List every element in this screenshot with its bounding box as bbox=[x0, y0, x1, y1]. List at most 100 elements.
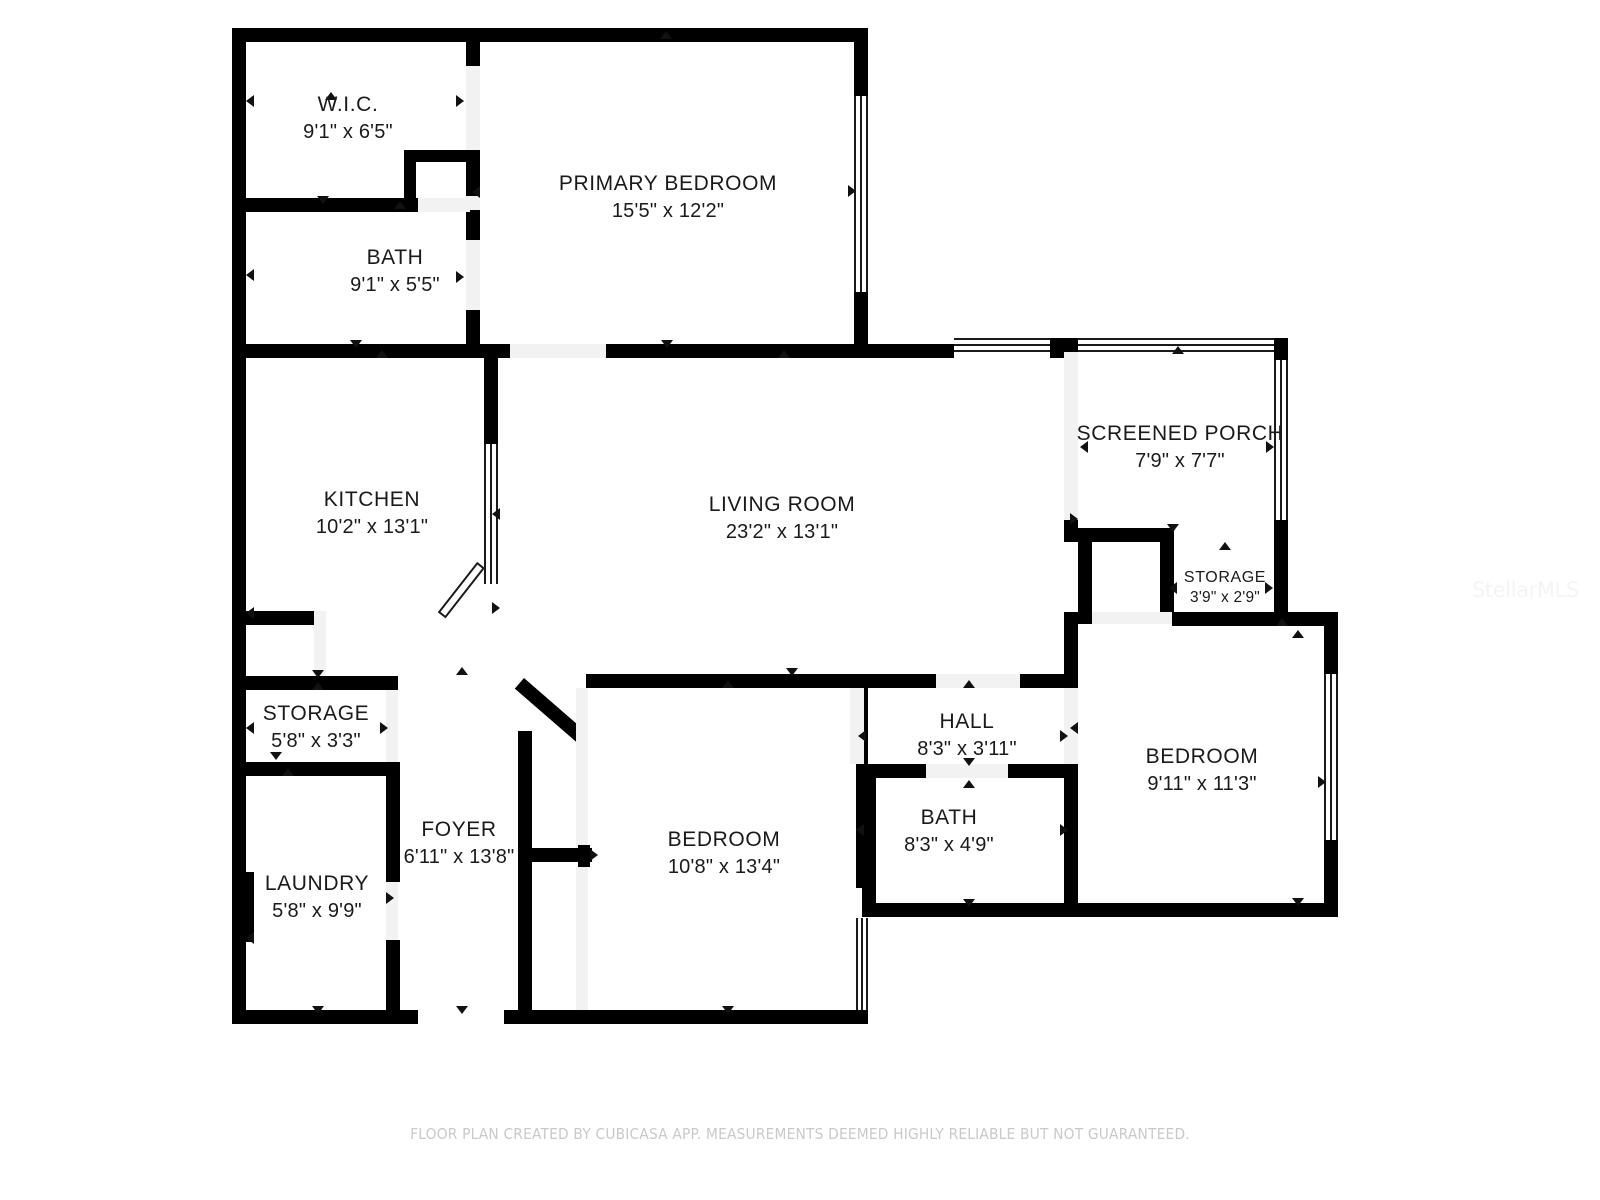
wall-bath-divider-lower bbox=[466, 310, 480, 352]
wall-rear-wing-top bbox=[1020, 674, 1078, 688]
marker-bath-right bbox=[456, 271, 464, 283]
marker-laundry-bottom bbox=[312, 1006, 324, 1014]
stellarmls-watermark: StellarMLS bbox=[1472, 578, 1579, 602]
room-label-storage-porch: STORAGE 3'9" x 2'9" bbox=[1184, 567, 1266, 609]
wall-kitchen-right-upper bbox=[484, 344, 498, 444]
wall-porch-bottom bbox=[1078, 528, 1174, 542]
wall-wic-bottom bbox=[232, 198, 418, 212]
marker-bath-hall-top bbox=[963, 780, 975, 788]
wall-bedroom-front-top bbox=[586, 674, 936, 688]
wall-primary-right-lower bbox=[854, 292, 868, 352]
marker-bath-hall-bottom bbox=[963, 899, 975, 907]
opening-porch-left bbox=[1064, 352, 1078, 520]
wall-storage-porch-right bbox=[1274, 528, 1288, 620]
wall-laundry-right-lower bbox=[386, 940, 400, 1024]
room-label-bedroom-front: BEDROOM 10'8" x 13'4" bbox=[668, 826, 781, 880]
room-dimensions: 6'11" x 13'8" bbox=[403, 845, 515, 868]
marker-wic-bottom bbox=[317, 196, 329, 204]
room-label-bath-hall: BATH 8'3" x 4'9" bbox=[904, 804, 994, 858]
room-name: BEDROOM bbox=[667, 827, 781, 851]
room-dimensions: 7'9" x 7'7" bbox=[1135, 449, 1225, 472]
wall-bath-top-right bbox=[1008, 764, 1070, 778]
marker-storage-porch-top bbox=[1219, 542, 1231, 550]
marker-storage-foyer-bot bbox=[270, 752, 282, 760]
marker-storage-porch-l bbox=[1169, 582, 1177, 594]
marker-bath-bottom bbox=[350, 340, 362, 348]
opening-storage-foyer-right bbox=[386, 690, 398, 762]
room-label-hall: HALL 8'3" x 3'11" bbox=[917, 708, 1016, 762]
room-name: BATH bbox=[920, 805, 978, 829]
wall-exterior-bottom-left bbox=[232, 1010, 418, 1024]
wall-wic-divider-top bbox=[466, 28, 480, 66]
marker-porch-bottom bbox=[1167, 524, 1179, 532]
room-dimensions: 8'3" x 4'9" bbox=[904, 833, 994, 856]
wall-storage-closet-left bbox=[1078, 528, 1092, 620]
marker-bedroom-front-bot bbox=[722, 1006, 734, 1014]
kitchen-door-leaf[interactable] bbox=[437, 561, 485, 619]
opening-wic-top bbox=[466, 66, 480, 150]
wall-storage-foyer-right bbox=[384, 676, 398, 690]
wall-porch-top-right-corner bbox=[1274, 338, 1288, 360]
marker-storage-bottom bbox=[1276, 618, 1288, 626]
window-screened-porch-right bbox=[1274, 360, 1288, 520]
room-dimensions: 10'8" x 13'4" bbox=[667, 855, 781, 878]
marker-living-top-b bbox=[778, 350, 790, 358]
room-label-living-room: LIVING ROOM 23'2" x 13'1" bbox=[709, 491, 856, 545]
wall-wic-nook-top bbox=[404, 150, 470, 162]
opening-bedroom-front-left-lower bbox=[576, 867, 588, 1010]
marker-hall-left bbox=[858, 730, 866, 742]
room-dimensions: 23'2" x 13'1" bbox=[725, 520, 839, 543]
room-label-bedroom-rear: BEDROOM 9'11" x 11'3" bbox=[1146, 743, 1259, 797]
marker-porch-left-door bbox=[1070, 513, 1078, 525]
marker-bedroom-rear-left bbox=[1070, 722, 1078, 734]
window-primary-bedroom bbox=[854, 96, 868, 292]
wall-porch-left-lower bbox=[1064, 520, 1078, 542]
room-dimensions: 9'1" x 5'5" bbox=[350, 273, 440, 296]
marker-foyer-bottom bbox=[456, 1006, 468, 1014]
marker-porch-top bbox=[1172, 346, 1184, 354]
room-name: LIVING ROOM bbox=[708, 492, 856, 516]
room-name: STORAGE bbox=[1183, 569, 1267, 587]
opening-hall-left bbox=[850, 688, 864, 764]
room-name: BATH bbox=[366, 245, 424, 269]
room-dimensions: 9'1" x 6'5" bbox=[303, 120, 393, 143]
marker-porch-left bbox=[1080, 441, 1088, 453]
room-dimensions: 3'9" x 2'9" bbox=[1190, 589, 1260, 607]
wall-hall-right-upper bbox=[1064, 674, 1078, 688]
marker-bedroom-front-top bbox=[722, 680, 734, 688]
wall-storage-closet-bottom bbox=[1078, 612, 1092, 624]
room-name: KITCHEN bbox=[323, 487, 421, 511]
room-name: HALL bbox=[939, 709, 995, 733]
wall-wic-nook-left bbox=[404, 150, 416, 210]
room-name: W.I.C. bbox=[317, 92, 379, 116]
wall-bedroom-front-left bbox=[518, 731, 532, 1024]
room-label-storage-foyer: STORAGE 5'8" x 3'3" bbox=[263, 700, 370, 754]
marker-bedroom-rear-top bbox=[1292, 630, 1304, 638]
wall-bedroom-front-jamb bbox=[578, 845, 590, 867]
marker-kitchen-door bbox=[492, 508, 500, 520]
wall-kitchen-bottom-stub bbox=[232, 611, 314, 625]
wall-storage-bottom bbox=[1172, 612, 1338, 626]
opening-bedroom-front-left bbox=[576, 688, 588, 850]
room-name: LAUNDRY bbox=[264, 871, 370, 895]
marker-bath-top bbox=[394, 201, 406, 209]
wall-hall-bath-divider bbox=[862, 764, 926, 778]
marker-wall-top-wic bbox=[325, 92, 337, 100]
wall-bath-right bbox=[1064, 764, 1078, 917]
marker-storage-foyer-up bbox=[312, 682, 324, 690]
wall-hall-left-top bbox=[850, 674, 864, 688]
wall-bath-left bbox=[862, 764, 876, 917]
wall-bath-divider bbox=[466, 210, 480, 240]
opening-storage-closet bbox=[1092, 612, 1172, 624]
room-name: STORAGE bbox=[262, 701, 370, 725]
opening-kitchen-hall bbox=[314, 611, 326, 676]
marker-wic-nook bbox=[472, 186, 480, 198]
marker-laundry-left bbox=[246, 932, 254, 944]
room-label-laundry: LAUNDRY 5'8" x 9'9" bbox=[265, 870, 369, 924]
laundry-door-jamb bbox=[240, 872, 254, 942]
marker-bedroom-rear-bot bbox=[1292, 898, 1304, 906]
window-bedroom-rear bbox=[1324, 674, 1338, 840]
opening-bath-door-hall bbox=[926, 764, 1008, 778]
marker-porch-right bbox=[1266, 441, 1274, 453]
